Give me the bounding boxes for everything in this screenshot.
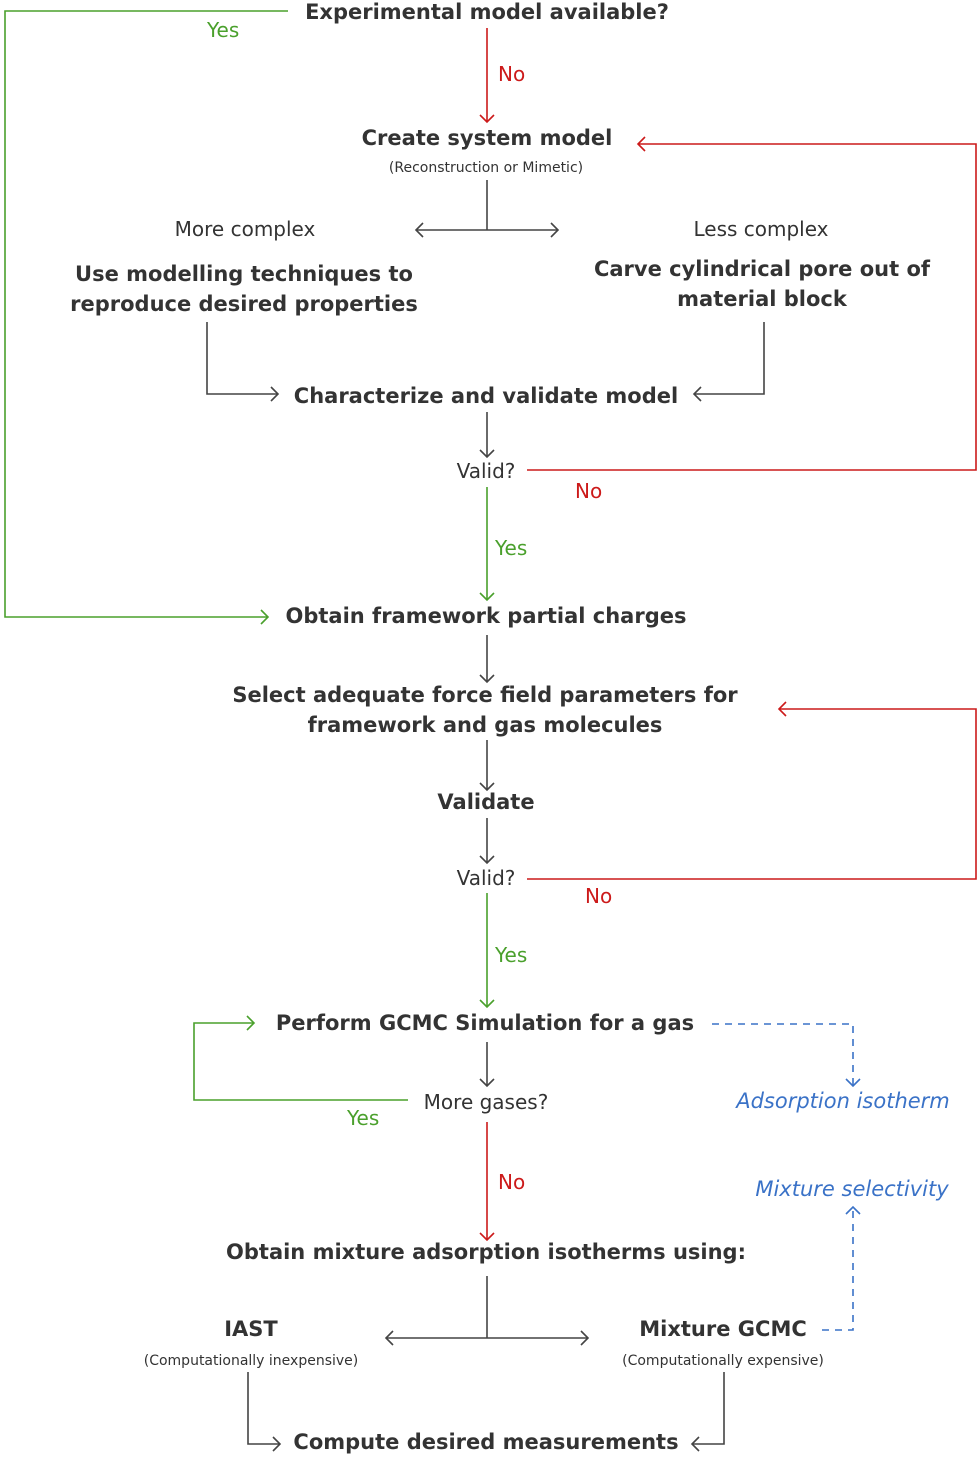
connector-no-valid-1 (527, 136, 977, 471)
label-no-experimental: No (498, 62, 526, 86)
arrowhead (479, 855, 495, 865)
connector-split-left (414, 222, 487, 238)
connector-mixture-gcmc-to-selectivity (822, 1205, 861, 1331)
node-compute-measurements: Compute desired measurements (293, 1430, 679, 1454)
label-no-more-gases: No (498, 1170, 526, 1194)
arrowhead (845, 1205, 861, 1215)
arrowhead (479, 674, 495, 684)
node-mixture-gcmc: Mixture GCMC (639, 1317, 807, 1341)
node-modelling-line2: reproduce desired properties (70, 292, 418, 316)
connector-mixture-split-left (384, 1330, 487, 1346)
connector-no-valid-2 (527, 701, 977, 880)
connector-gcmc-to-isotherm (712, 1023, 861, 1088)
node-more-gases: More gases? (423, 1090, 549, 1114)
node-carve-pore: Carve cylindrical pore out of material b… (594, 254, 930, 314)
connector-modelling-to-characterize (206, 322, 280, 402)
arrowhead (479, 999, 495, 1009)
connector-yes-more-gases (193, 1015, 408, 1101)
arrowhead (270, 386, 280, 402)
node-iast: IAST (224, 1317, 278, 1341)
label-yes-valid-1: Yes (495, 536, 528, 560)
node-iast-sub: (Computationally inexpensive) (143, 1353, 359, 1369)
node-characterize: Characterize and validate model (293, 384, 679, 408)
connector-split-right (487, 222, 560, 238)
node-carve-line2: material block (677, 287, 847, 311)
label-yes-experimental: Yes (207, 18, 240, 42)
arrowhead (580, 1330, 590, 1346)
arrowhead (692, 386, 702, 402)
node-experimental-model: Experimental model available? (305, 0, 669, 24)
node-validate: Validate (437, 790, 535, 814)
connector-mixture-split-right (487, 1330, 590, 1346)
arrowhead (845, 1078, 861, 1088)
connector-yes-experimental (4, 10, 288, 625)
connector-yes-valid-1 (479, 487, 495, 602)
node-create-model-sub: (Reconstruction or Mimetic) (388, 160, 584, 176)
node-mixture-gcmc-sub: (Computationally expensive) (622, 1353, 824, 1369)
node-force-field-line2: framework and gas molecules (307, 713, 663, 737)
label-no-valid-2: No (585, 884, 613, 908)
connector-gcmc-to-compute (690, 1372, 725, 1452)
node-valid-1: Valid? (456, 459, 516, 483)
output-adsorption-isotherm: Adsorption isotherm (736, 1089, 950, 1113)
node-gcmc-simulation: Perform GCMC Simulation for a gas (275, 1011, 695, 1035)
label-yes-more-gases: Yes (347, 1106, 380, 1130)
arrowhead (636, 136, 646, 152)
node-carve-line1: Carve cylindrical pore out of (593, 257, 931, 281)
connector-iast-to-compute (247, 1372, 282, 1452)
label-more-complex: More complex (174, 217, 316, 241)
arrowhead (260, 609, 270, 625)
arrowhead (777, 701, 787, 717)
arrowhead (246, 1015, 256, 1031)
arrowhead (479, 1078, 495, 1088)
node-mixture-isotherms: Obtain mixture adsorption isotherms usin… (226, 1240, 746, 1264)
connector-gcmc-to-more-gases (479, 1042, 495, 1088)
node-force-field: Select adequate force field parameters f… (232, 680, 737, 740)
node-create-model: Create system model (361, 126, 613, 150)
connector-carve-to-characterize (692, 322, 765, 402)
arrowhead (272, 1436, 282, 1452)
arrowhead (479, 449, 495, 459)
node-modelling-line1: Use modelling techniques to (75, 262, 413, 286)
output-mixture-selectivity: Mixture selectivity (755, 1177, 949, 1201)
connector-validate-to-valid-2 (479, 818, 495, 865)
arrowhead (550, 222, 560, 238)
arrowhead (384, 1330, 394, 1346)
node-partial-charges: Obtain framework partial charges (285, 604, 687, 628)
label-no-valid-1: No (575, 479, 603, 503)
node-force-field-line1: Select adequate force field parameters f… (232, 683, 738, 707)
arrowhead (479, 1232, 495, 1242)
arrowhead (690, 1436, 700, 1452)
connector-charges-to-force-field (479, 635, 495, 684)
connector-no-more-gases (479, 1122, 495, 1242)
connector-characterize-to-valid-1 (479, 412, 495, 459)
connector-force-field-to-validate (479, 740, 495, 792)
arrowhead (479, 114, 495, 124)
node-valid-2: Valid? (456, 866, 516, 890)
label-yes-valid-2: Yes (495, 943, 528, 967)
arrowhead (479, 592, 495, 602)
arrowhead (479, 782, 495, 792)
connector-no-experimental (479, 28, 495, 124)
arrowhead (414, 222, 424, 238)
connector-yes-valid-2 (479, 893, 495, 1009)
node-modelling-techniques: Use modelling techniques to reproduce de… (70, 259, 418, 319)
label-less-complex: Less complex (693, 217, 829, 241)
